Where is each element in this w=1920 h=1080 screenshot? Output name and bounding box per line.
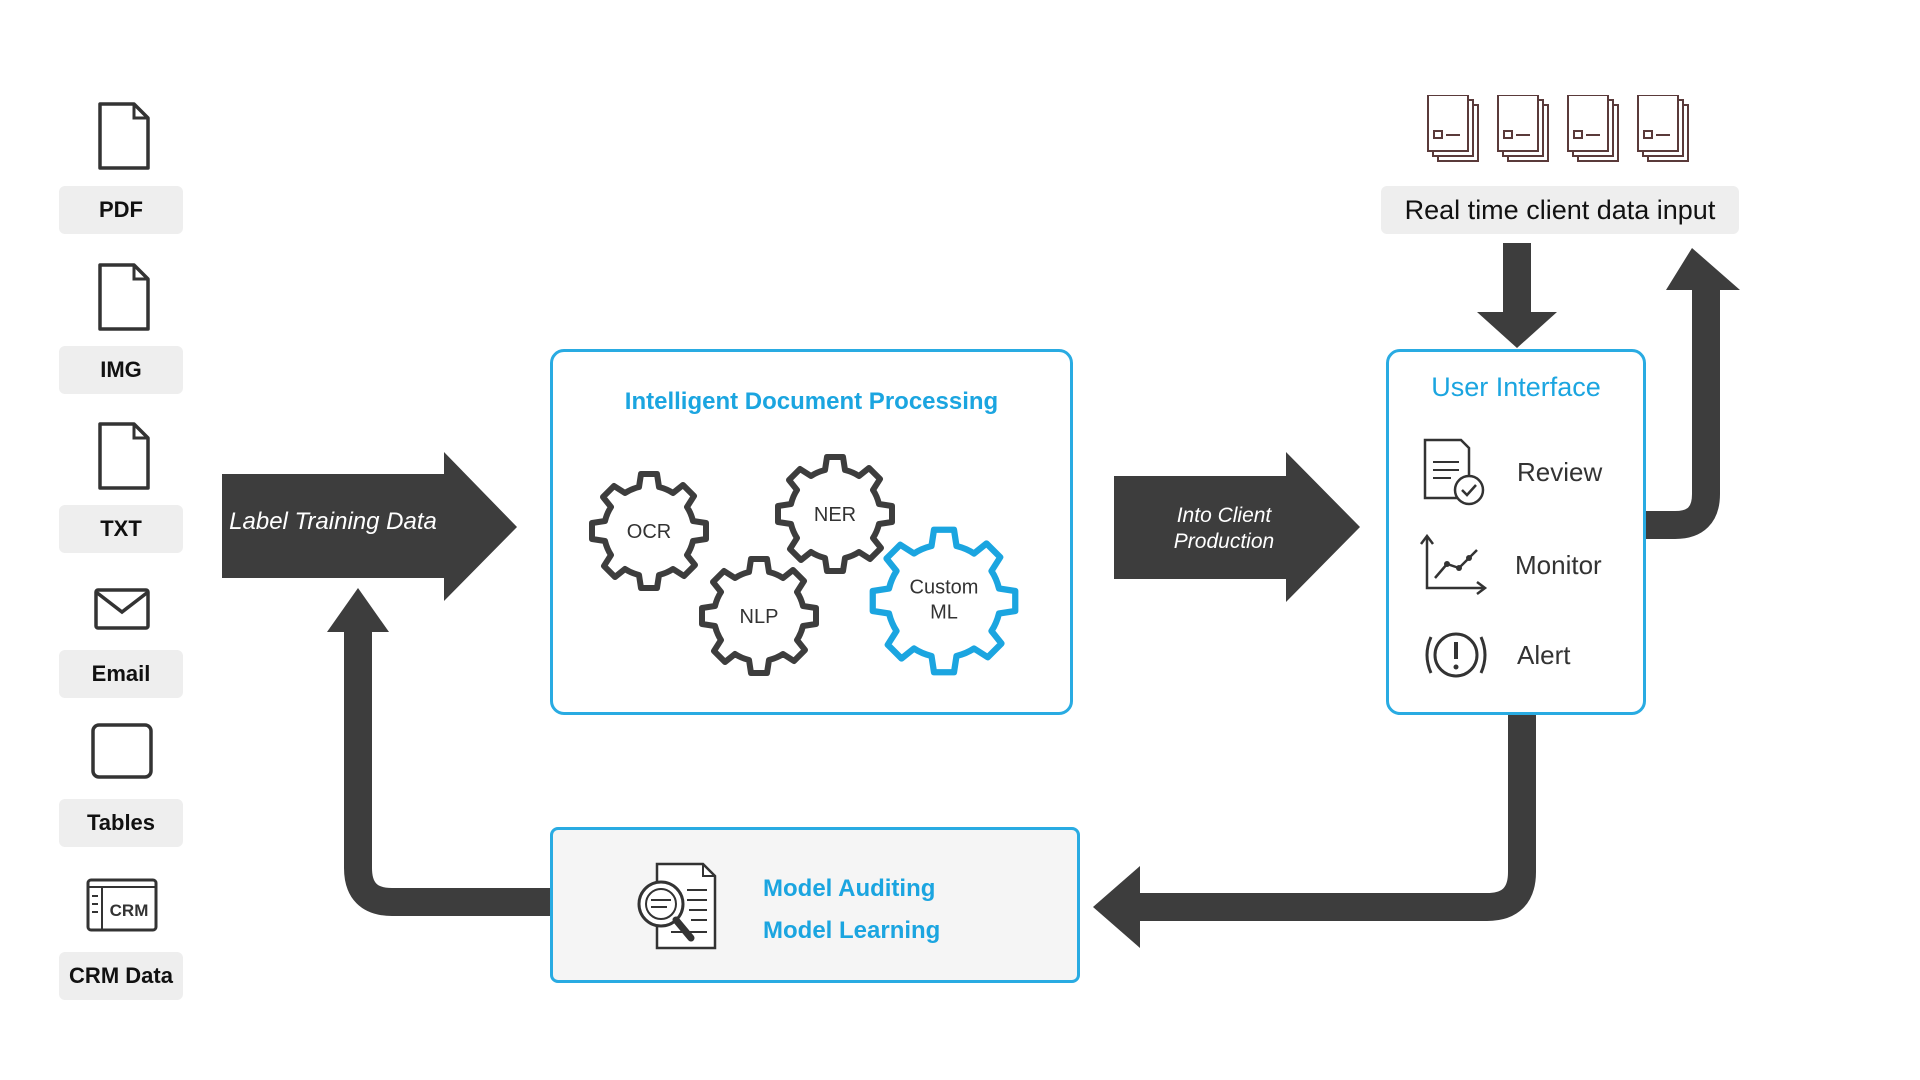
idp-title: Intelligent Document Processing bbox=[624, 388, 999, 415]
source-label-crm: CRM Data bbox=[59, 952, 183, 1000]
gear-nlp-icon: NLP bbox=[699, 556, 819, 676]
image-file-icon bbox=[98, 263, 150, 331]
ui-item-monitor: Monitor bbox=[1419, 534, 1602, 596]
gear-custom-label-line2: ML bbox=[930, 602, 958, 624]
gear-ner-label: NER bbox=[814, 504, 856, 526]
table-icon bbox=[91, 723, 153, 779]
ui-to-model-connector bbox=[1135, 712, 1536, 921]
gear-custom-ml-icon: Custom ML bbox=[869, 526, 1019, 676]
model-auditing-label: Model Auditing bbox=[763, 875, 936, 902]
ui-item-monitor-label: Monitor bbox=[1515, 549, 1602, 580]
source-label-img: IMG bbox=[59, 346, 183, 394]
gear-custom-label-line1: Custom bbox=[910, 577, 979, 599]
ui-to-realtime-connector bbox=[1643, 288, 1720, 539]
realtime-input-label: Real time client data input bbox=[1381, 186, 1739, 234]
text-file-icon bbox=[98, 422, 150, 490]
idp-box: Intelligent Document Processing OCR NER … bbox=[550, 349, 1073, 715]
gear-nlp-label: NLP bbox=[740, 606, 779, 628]
source-label-tables: Tables bbox=[59, 799, 183, 847]
pdf-file-icon bbox=[98, 102, 150, 170]
crm-icon-text: CRM bbox=[110, 901, 149, 920]
ui-item-alert: Alert bbox=[1421, 627, 1570, 683]
review-document-icon bbox=[1423, 438, 1485, 506]
line-chart-icon bbox=[1420, 534, 1488, 595]
source-label-txt: TXT bbox=[59, 505, 183, 553]
ui-item-review: Review bbox=[1419, 436, 1602, 508]
production-text: Into Client Production bbox=[1114, 503, 1334, 555]
alert-icon bbox=[1425, 632, 1487, 678]
ui-item-review-label: Review bbox=[1517, 456, 1603, 487]
realtime-down-arrow bbox=[1477, 243, 1557, 348]
envelope-icon bbox=[94, 588, 150, 630]
gears-group: OCR NER NLP Custom ML bbox=[589, 454, 1019, 676]
source-label-email: Email bbox=[59, 650, 183, 698]
model-to-training-connector bbox=[344, 630, 550, 916]
model-auditing-box: Model Auditing Model Learning bbox=[550, 827, 1080, 983]
production-text-line2: Production bbox=[1173, 530, 1275, 553]
production-arrow-shape bbox=[1114, 452, 1360, 602]
label-training-arrow-shape bbox=[222, 452, 517, 601]
ui-item-alert-label: Alert bbox=[1517, 639, 1571, 670]
gear-ocr-label: OCR bbox=[627, 521, 671, 543]
document-stack-icon bbox=[1427, 95, 1689, 162]
label-training-text: Label Training Data bbox=[229, 508, 437, 535]
user-interface-title: User Interface bbox=[1431, 372, 1601, 402]
model-learning-label: Model Learning bbox=[763, 917, 941, 944]
model-box-text: Model Auditing Model Learning bbox=[763, 868, 940, 952]
gear-ocr-icon: OCR bbox=[589, 471, 709, 591]
magnifier-document-icon bbox=[637, 862, 717, 950]
production-text-line1: Into Client bbox=[1176, 504, 1272, 527]
crm-icon: CRM bbox=[86, 878, 158, 932]
user-interface-box: User Interface Review Monitor bbox=[1386, 349, 1646, 715]
ui-up-arrow-head bbox=[1666, 248, 1740, 300]
model-arrow-head bbox=[1093, 866, 1140, 948]
gear-ner-icon: NER bbox=[775, 454, 895, 574]
training-up-arrow-head bbox=[327, 588, 389, 632]
source-label-pdf: PDF bbox=[59, 186, 183, 234]
